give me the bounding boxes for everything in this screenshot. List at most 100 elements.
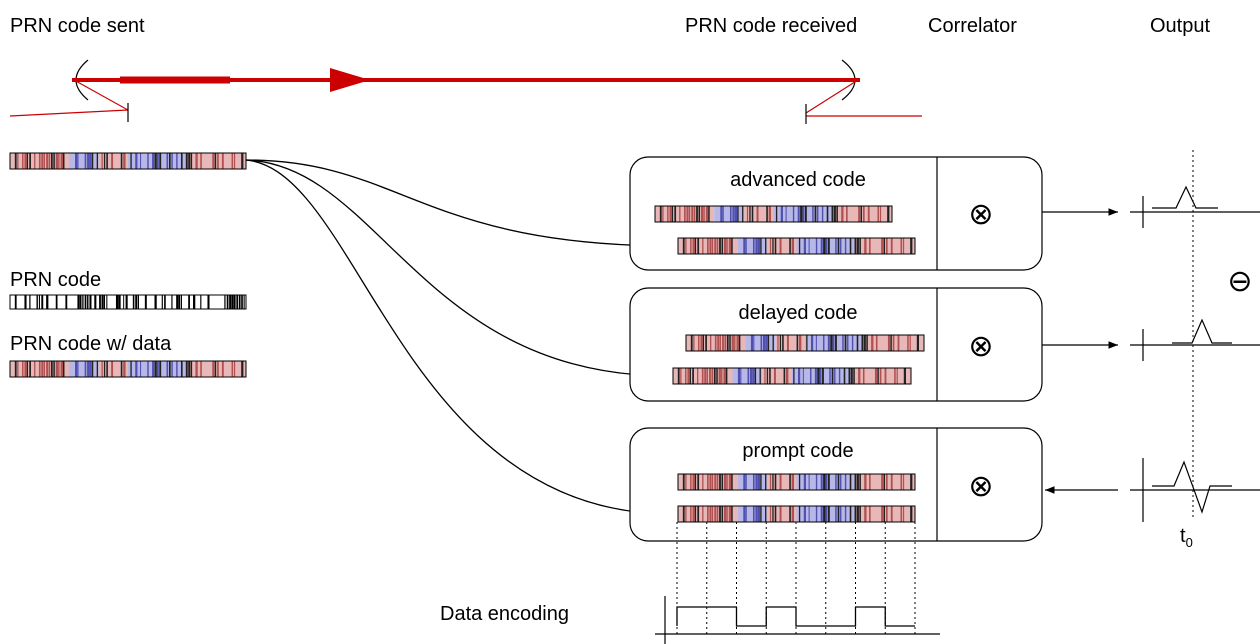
code-chip: [161, 295, 163, 309]
code-chip: [836, 206, 838, 222]
code-chip: [193, 295, 196, 309]
code-chip: [103, 361, 106, 377]
code-chip: [890, 506, 893, 522]
code-chip: [719, 335, 721, 351]
code-chip: [82, 295, 84, 309]
code-chip: [696, 206, 698, 222]
code-chip: [879, 206, 882, 222]
code-chip: [24, 361, 27, 377]
code-chip: [38, 361, 41, 377]
code-chip: [745, 506, 747, 522]
code-chip: [817, 206, 819, 222]
code-chip: [22, 153, 24, 169]
code-chip: [29, 153, 31, 169]
code-chip: [766, 206, 768, 222]
code-chip: [745, 238, 747, 254]
code-chip: [200, 361, 202, 377]
delayed-code-label: delayed code: [739, 302, 858, 324]
code-chip: [871, 335, 874, 351]
code-chip: [707, 506, 709, 522]
code-chip: [50, 153, 53, 169]
code-chip: [707, 238, 709, 254]
code-chip: [742, 206, 744, 222]
code-chip: [243, 295, 245, 309]
code-chip: [674, 206, 677, 222]
code-chip: [804, 206, 807, 222]
code-chip: [851, 335, 854, 351]
code-chip: [775, 206, 778, 222]
code-chip: [694, 506, 697, 522]
code-chip: [705, 206, 709, 222]
code-segment: [885, 506, 915, 522]
code-chip: [837, 506, 840, 522]
code-chip: [811, 335, 814, 351]
code-chip: [241, 295, 243, 309]
code-chip: [77, 153, 79, 169]
code-chip: [176, 295, 179, 309]
code-chip: [180, 361, 183, 377]
code-chip: [233, 153, 236, 169]
code-chip: [721, 474, 724, 490]
code-chip: [840, 238, 842, 254]
code-chip: [814, 206, 817, 222]
code-chip: [846, 206, 848, 222]
code-chip: [902, 474, 905, 490]
code-chip: [833, 206, 836, 222]
code-chip: [41, 361, 44, 377]
code-chip: [91, 361, 94, 377]
code-chip: [869, 474, 871, 490]
code-chip: [721, 238, 724, 254]
code-chip: [65, 295, 68, 309]
code-chip: [147, 153, 149, 169]
code-chip: [200, 153, 202, 169]
code-chip: [691, 206, 694, 222]
code-chip: [682, 474, 685, 490]
code-chip: [185, 361, 188, 377]
code-chip: [705, 335, 707, 351]
code-chip: [789, 474, 791, 490]
code-chip: [24, 295, 27, 309]
code-chip: [825, 474, 828, 490]
code-chip: [693, 335, 695, 351]
code-chip: [62, 361, 65, 377]
code-chip: [686, 206, 689, 222]
code-chip: [89, 295, 92, 309]
code-chip: [682, 506, 685, 522]
code-chip: [702, 474, 704, 490]
code-chip: [713, 368, 716, 384]
prn-code-received-label: PRN code received: [685, 15, 857, 37]
code-chip: [697, 238, 700, 254]
code-segment: [732, 368, 763, 384]
code-chip: [745, 474, 747, 490]
code-chip: [820, 506, 823, 522]
code-chip: [732, 206, 735, 222]
code-chip: [231, 295, 234, 309]
code-chip: [903, 368, 906, 384]
code-chip: [827, 474, 830, 490]
code-chip: [137, 295, 139, 309]
code-chip: [834, 368, 836, 384]
code-chip: [877, 368, 879, 384]
code-chip: [858, 368, 861, 384]
code-chip: [190, 361, 193, 377]
code-chip: [703, 206, 705, 222]
code-chip: [740, 368, 742, 384]
code-chip: [803, 474, 806, 490]
code-chip: [847, 335, 849, 351]
code-chip: [711, 368, 714, 384]
received-code-bar-advanced: [677, 237, 916, 255]
code-chip: [685, 474, 687, 490]
code-chip: [916, 335, 919, 351]
code-chip: [14, 153, 17, 169]
code-chip: [79, 295, 82, 309]
code-chip: [111, 361, 114, 377]
code-chip: [101, 295, 104, 309]
code-chip: [779, 474, 782, 490]
data-encoding-label: Data encoding: [440, 603, 569, 625]
code-chip: [55, 295, 58, 309]
code-chip: [823, 238, 826, 254]
code-chip: [722, 206, 724, 222]
code-chip: [815, 474, 818, 490]
code-chip: [103, 153, 106, 169]
code-chip: [731, 238, 733, 254]
